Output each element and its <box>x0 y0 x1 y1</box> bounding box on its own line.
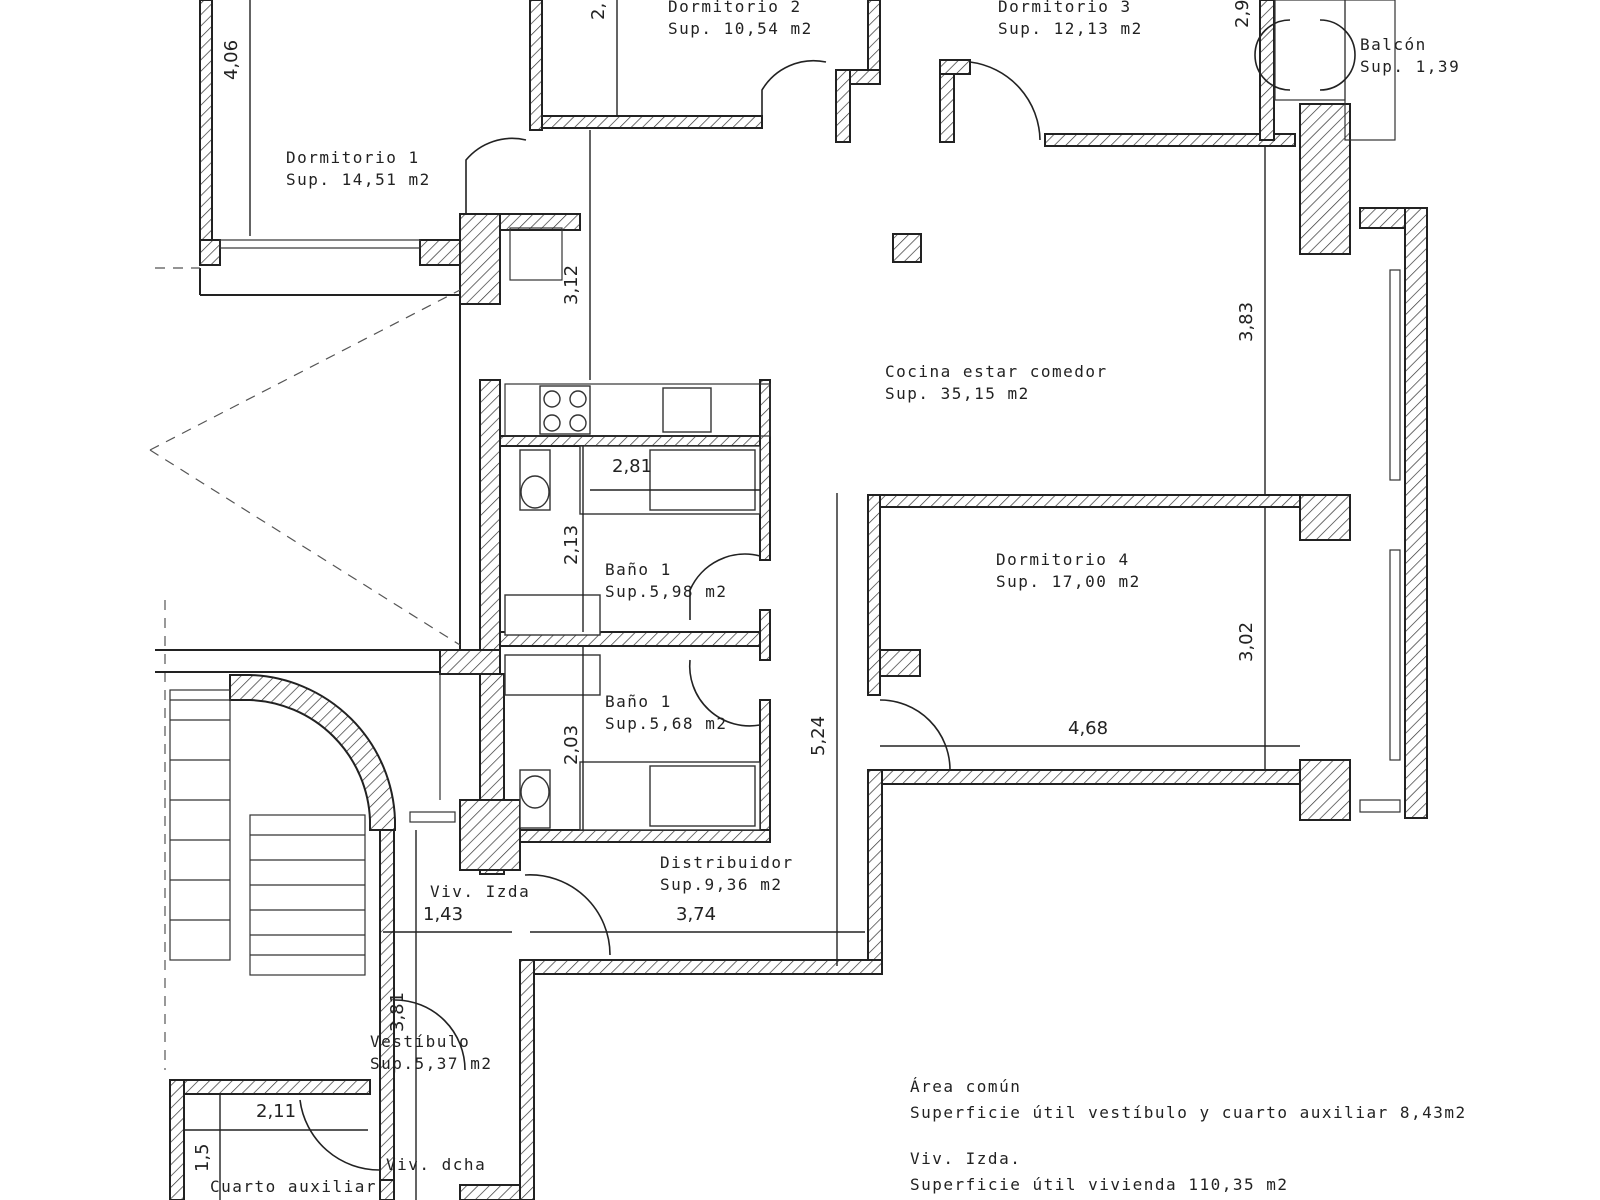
room-name: Vestíbulo <box>370 1032 470 1051</box>
dim-label: 2,9 <box>1232 0 1253 28</box>
room-name: Dormitorio 3 <box>998 0 1132 16</box>
windows <box>219 0 1401 823</box>
room-name: Balcón <box>1360 35 1427 54</box>
room-name: Cocina estar comedor <box>885 362 1108 381</box>
room-area: Sup. 14,51 m2 <box>286 170 431 189</box>
room-name: Baño 1 <box>605 560 672 579</box>
dim-label: 2,13 <box>561 525 582 565</box>
dim-label: 1,5 <box>192 1143 213 1172</box>
dim-label: 3,02 <box>1236 622 1257 662</box>
dim-label: 2, <box>588 3 609 20</box>
dim-label: 4,06 <box>221 40 242 80</box>
room-area: Sup. 10,54 m2 <box>668 19 813 38</box>
room-name: Dormitorio 2 <box>668 0 802 16</box>
dim-label: 3,81 <box>387 992 408 1032</box>
doors <box>299 19 1356 1171</box>
dim-label: 3,74 <box>676 904 716 925</box>
dim-label: 2,81 <box>612 456 652 477</box>
note-sup-vivienda: Superficie útil vivienda 110,35 m2 <box>910 1175 1289 1194</box>
surface-notes: Área común Superficie útil vestíbulo y c… <box>910 1077 1467 1194</box>
note-sup-vestibulo: Superficie útil vestíbulo y cuarto auxil… <box>910 1103 1467 1122</box>
dim-label: 1,43 <box>423 904 463 925</box>
note-viv-izda: Viv. Izda. <box>910 1149 1021 1168</box>
note-area-comun: Área común <box>910 1077 1021 1096</box>
dim-label: 3,83 <box>1236 302 1257 342</box>
dimension-lines <box>184 0 1300 1200</box>
room-area: Sup.5,98 m2 <box>605 582 727 601</box>
room-name: Baño 1 <box>605 692 672 711</box>
fixtures <box>504 227 922 831</box>
staircase <box>164 600 396 1070</box>
dim-label: 4,68 <box>1068 718 1108 739</box>
room-labels: Dormitorio 1 Sup. 14,51 m2 Dormitorio 2 … <box>210 0 1460 1196</box>
room-name: Distribuidor <box>660 853 794 872</box>
walls <box>169 0 1428 1200</box>
dim-label: 2,11 <box>256 1101 296 1122</box>
viv-dcha-label: Viv. dcha <box>386 1155 486 1174</box>
dim-label: 3,12 <box>561 265 582 305</box>
room-area: Sup.5,37 m2 <box>370 1054 492 1073</box>
room-area: Sup.9,36 m2 <box>660 875 782 894</box>
room-area: Sup. 1,39 <box>1360 57 1460 76</box>
light-well <box>149 267 461 800</box>
room-name: Dormitorio 4 <box>996 550 1130 569</box>
room-area: Sup. 35,15 m2 <box>885 384 1030 403</box>
room-area: Sup.5,68 m2 <box>605 714 727 733</box>
room-area: Sup. 12,13 m2 <box>998 19 1143 38</box>
room-area: Sup. 17,00 m2 <box>996 572 1141 591</box>
dim-label: 2,03 <box>561 725 582 765</box>
dim-label: 5,24 <box>808 716 829 756</box>
room-name: Cuarto auxiliar <box>210 1177 377 1196</box>
viv-izda-label: Viv. Izda <box>430 882 530 901</box>
room-name: Dormitorio 1 <box>286 148 420 167</box>
dimension-labels: 4,06 2, 2,9 3,12 3,83 2,81 2,13 2,03 5,2… <box>192 0 1257 1172</box>
